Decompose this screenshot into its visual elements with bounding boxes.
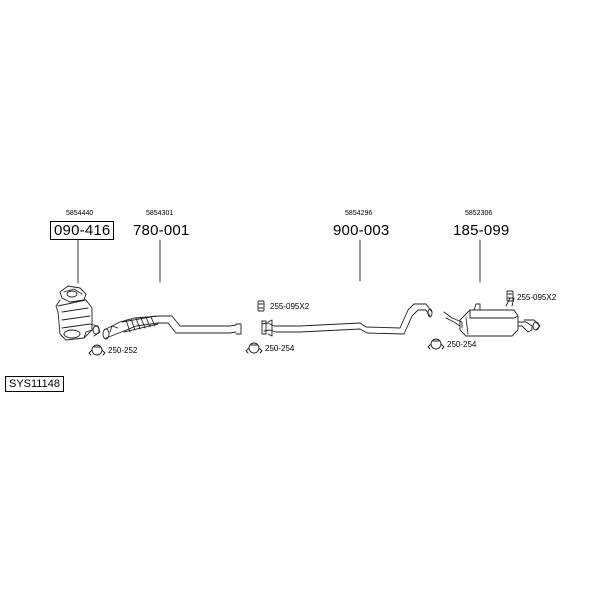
accessory-label[interactable]: 255-095X2	[517, 293, 557, 302]
part-number[interactable]: 900-003	[333, 222, 390, 239]
clamp-icon	[427, 338, 445, 350]
intermediate-pipe-icon	[261, 303, 433, 337]
part-ref: 5854440	[66, 210, 94, 217]
accessory-label[interactable]: 250-254	[265, 344, 295, 353]
catalytic-converter-icon	[55, 285, 101, 341]
system-code: SYS11148	[5, 376, 64, 392]
part-ref: 5852306	[465, 210, 493, 217]
part-number[interactable]: 185-099	[453, 222, 510, 239]
mounting-rubber-icon	[506, 290, 514, 302]
clamp-icon	[88, 344, 106, 356]
part-number[interactable]: 780-001	[133, 222, 190, 239]
mounting-rubber-icon	[257, 300, 265, 312]
accessory-label[interactable]: 250-252	[108, 346, 138, 355]
rear-silencer-icon	[443, 297, 541, 337]
clamp-icon	[245, 342, 263, 354]
accessory-label[interactable]: 255-095X2	[270, 302, 310, 311]
part-ref: 5854296	[345, 210, 373, 217]
part-number-boxed[interactable]: 090-416	[50, 221, 115, 240]
part-ref: 5854301	[146, 210, 174, 217]
front-pipe-icon	[102, 315, 242, 340]
accessory-label[interactable]: 250-254	[447, 340, 477, 349]
